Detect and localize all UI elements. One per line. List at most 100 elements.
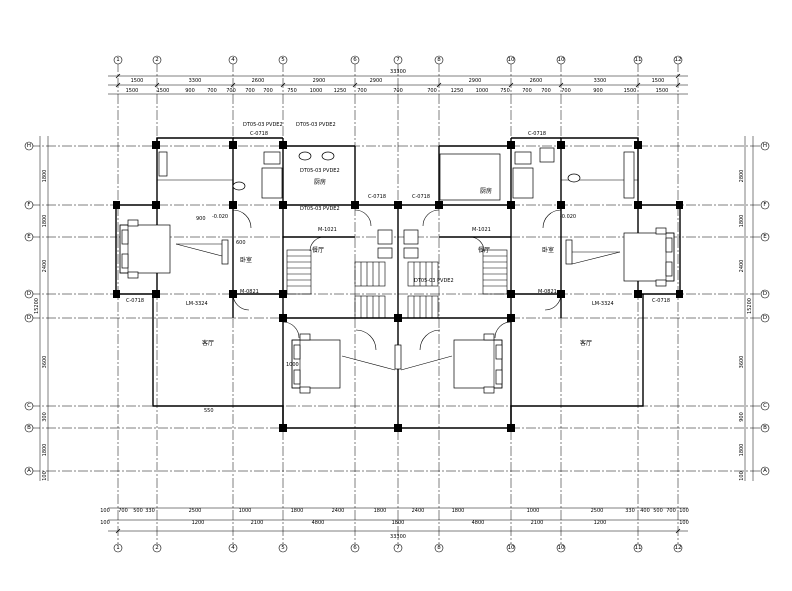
axis-label: 2	[155, 545, 159, 551]
door-tag: LM-3324	[592, 301, 614, 307]
axis-label: A	[763, 468, 767, 474]
dim-text: 2900	[313, 78, 326, 84]
dim-text: 15200	[34, 298, 40, 314]
walls	[115, 137, 681, 429]
dim-text: 1000	[476, 88, 489, 94]
duct-note: DT05-03 PVDE2	[296, 122, 336, 128]
duct-note: DT05-03 PVDE2	[414, 278, 454, 284]
dim-text: 1500	[624, 88, 637, 94]
axis-label: D	[27, 291, 31, 297]
axis-label: F	[763, 202, 766, 208]
bottom-dimensions: 100 700 500 330 2500 1000 1800 2400 1800…	[100, 507, 689, 540]
dim-text: 100	[100, 508, 110, 514]
dim-text: 2400	[42, 260, 48, 273]
top-axis-bubbles: 1 2 4 5 6 7 8 10 10 11 12	[113, 55, 683, 65]
dim-note: 600	[236, 240, 246, 246]
axis-label: 11	[635, 57, 642, 63]
dim-text: 700	[427, 88, 437, 94]
axis-label: 8	[437, 57, 441, 63]
dim-text: 330	[625, 508, 635, 514]
overall-dim: 33300	[390, 534, 406, 540]
dim-text: 1200	[594, 520, 607, 526]
dim-text: 1800	[42, 170, 48, 183]
room-label: 卧室	[240, 256, 252, 264]
dim-text: 1000	[310, 88, 323, 94]
dim-text: 3600	[42, 356, 48, 369]
stair-left	[286, 249, 386, 319]
dim-text: 1800	[739, 215, 745, 228]
dim-note: 550	[204, 408, 214, 414]
dim-text: 2100	[251, 520, 264, 526]
dim-text: 700	[226, 88, 236, 94]
door-tag: M-1021	[472, 227, 491, 233]
dim-text: 1800	[392, 520, 405, 526]
axis-label: B	[763, 425, 767, 431]
axis-label: D	[763, 315, 767, 321]
axis-label: 7	[396, 57, 400, 63]
window-tag: C-0718	[528, 131, 546, 137]
dim-text: 3600	[739, 356, 745, 369]
dim-text: 1500	[157, 88, 170, 94]
axis-label: 7	[396, 545, 400, 551]
dim-text: 2900	[469, 78, 482, 84]
axis-label: C	[27, 403, 31, 409]
dim-text: 2400	[332, 508, 345, 514]
dim-text: 700	[118, 508, 128, 514]
window-tag: C-0718	[652, 298, 670, 304]
axis-label: 10	[558, 57, 565, 63]
dim-text: 1800	[42, 215, 48, 228]
axis-label: 12	[675, 545, 682, 551]
axis-label: F	[27, 202, 30, 208]
door-tag: LM-3324	[186, 301, 208, 307]
dim-text: 1500	[131, 78, 144, 84]
dim-text: 300	[42, 412, 48, 422]
dim-text: 1500	[126, 88, 139, 94]
dim-text: 1800	[42, 444, 48, 457]
dim-text: 700	[263, 88, 273, 94]
axis-label: D	[763, 291, 767, 297]
axis-label: 6	[353, 545, 357, 551]
dim-text: 500	[133, 508, 143, 514]
axis-label: 11	[635, 545, 642, 551]
axis-grid	[30, 62, 768, 548]
axis-label: 4	[231, 545, 235, 551]
bathroom-fixtures	[158, 147, 635, 259]
dim-text: 1000	[527, 508, 540, 514]
tv-cabinets	[175, 239, 621, 371]
dim-note: 900	[196, 216, 206, 222]
axis-label: 12	[675, 57, 682, 63]
dim-text: 2900	[370, 78, 383, 84]
dim-text: 3300	[189, 78, 202, 84]
bottom-axis-bubbles: 1 2 4 5 6 7 8 10 10 11 12	[113, 543, 683, 553]
dim-text: 100	[679, 520, 689, 526]
dim-text: 1200	[192, 520, 205, 526]
dim-text: 1000	[239, 508, 252, 514]
dim-text: 4800	[312, 520, 325, 526]
dim-text: 900	[739, 412, 745, 422]
dim-note: 1000	[286, 362, 299, 368]
dim-text: 900	[185, 88, 195, 94]
duct-note: DT05-03 PVDE2	[300, 206, 340, 212]
dim-text: 900	[593, 88, 603, 94]
dim-text: 1250	[451, 88, 464, 94]
dim-text: 2500	[189, 508, 202, 514]
dim-text: 700	[357, 88, 367, 94]
dim-text: 330	[145, 508, 155, 514]
right-dimensions: 2800 1800 2400 3600 900 1800 100 15200	[739, 136, 754, 481]
dim-text: 1800	[374, 508, 387, 514]
dim-text: 100	[679, 508, 689, 514]
dim-text: 2400	[412, 508, 425, 514]
bed-left-lower	[291, 333, 341, 394]
room-label: 客厅	[580, 339, 592, 347]
dim-text: 700	[245, 88, 255, 94]
dim-text: 500	[653, 508, 663, 514]
dim-text: 100	[739, 471, 745, 481]
axis-label: 4	[231, 57, 235, 63]
window-tag: C-0718	[412, 194, 430, 200]
dim-text: 1250	[334, 88, 347, 94]
axis-label: 1	[116, 545, 120, 551]
dim-text: 4800	[472, 520, 485, 526]
bed-right-upper	[623, 227, 675, 287]
dim-text: 700	[522, 88, 532, 94]
